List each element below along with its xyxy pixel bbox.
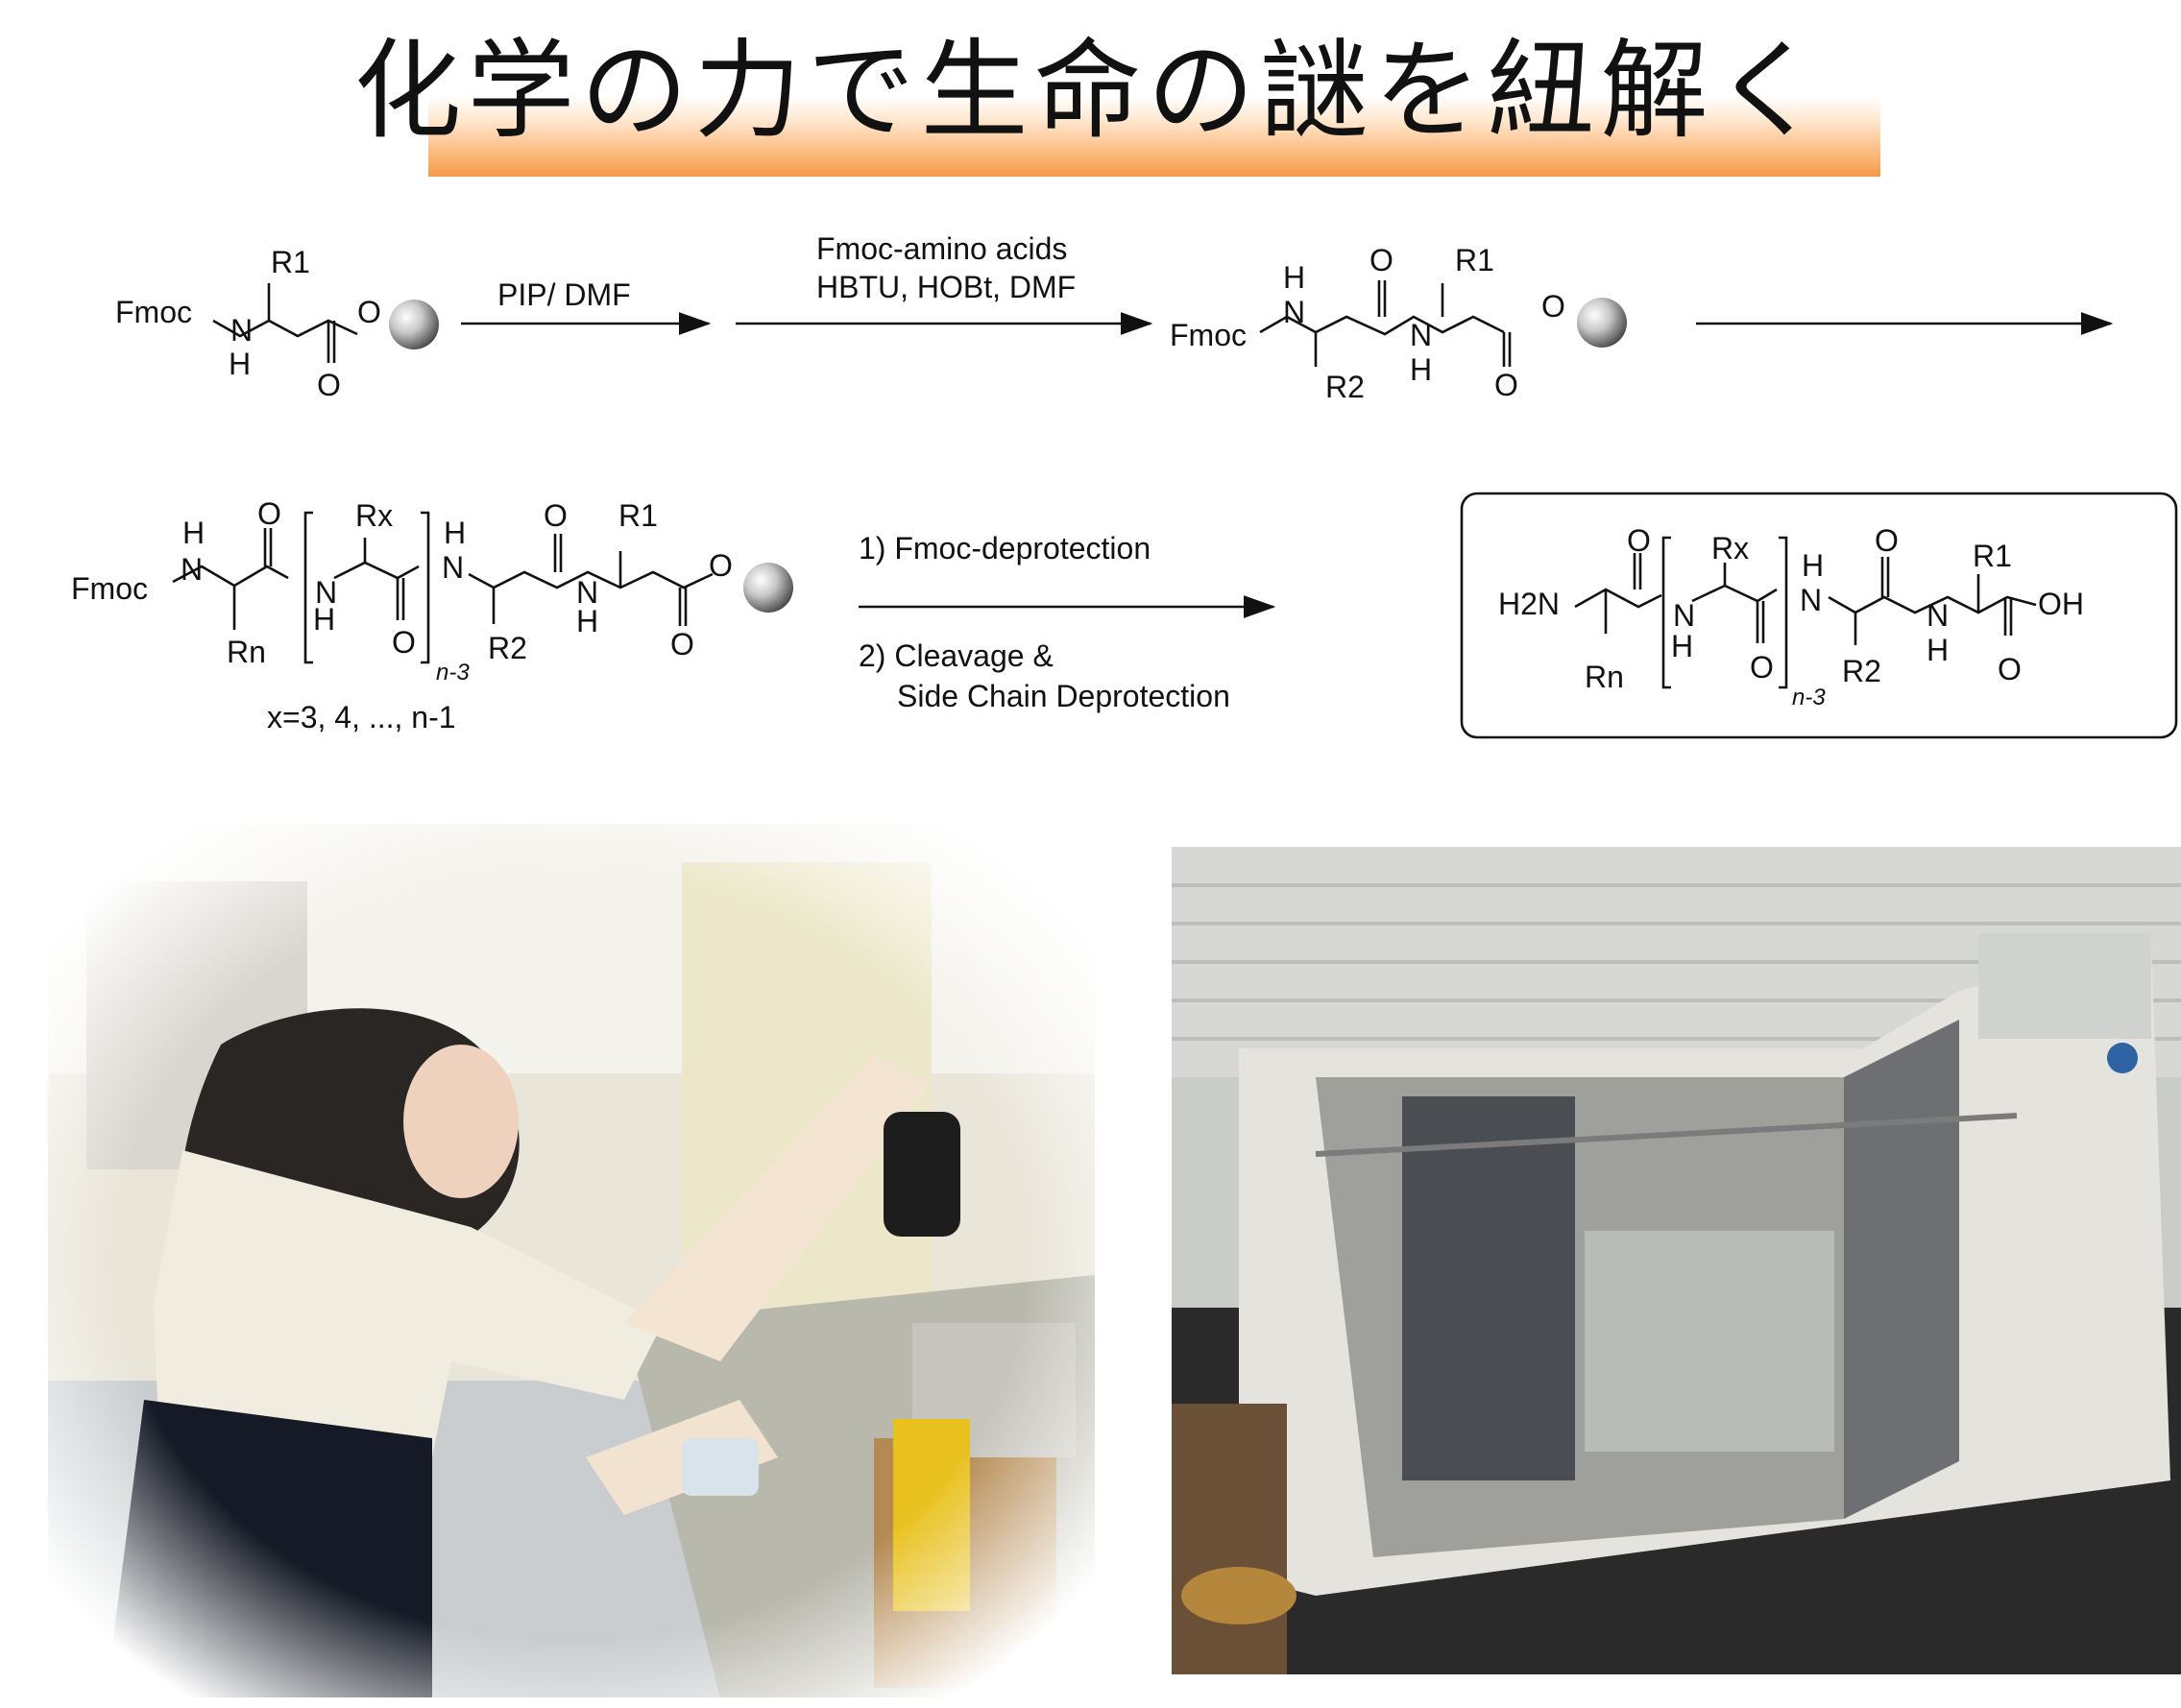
resin-bead-icon — [389, 300, 439, 349]
n-label: N — [315, 575, 337, 610]
n3-subscript: n-3 — [436, 660, 470, 686]
o-label: O — [257, 496, 281, 531]
n-label: N — [1927, 598, 1949, 633]
h-label: H — [313, 602, 335, 637]
skirt — [106, 1400, 432, 1697]
n-label: N — [181, 552, 203, 587]
control-panel — [1978, 933, 2151, 1039]
gloved-arm — [624, 1054, 932, 1361]
oh-label: OH — [2038, 587, 2084, 621]
fmoc-label: Fmoc — [1170, 318, 1247, 352]
n-label: N — [576, 575, 598, 610]
beaker — [682, 1438, 759, 1496]
molecule-3 — [172, 511, 793, 664]
h-label: H — [1671, 629, 1693, 663]
step1-reagent: PIP/ DMF — [497, 277, 631, 312]
r1-label: R1 — [1455, 243, 1494, 277]
step4-line-2: 2) Cleavage & — [859, 638, 1054, 673]
step4-line-3: Side Chain Deprotection — [897, 679, 1230, 713]
h-label: H — [1283, 260, 1305, 295]
rx-label: Rx — [355, 498, 393, 533]
n-label: N — [1283, 295, 1305, 329]
product-box — [1460, 492, 2178, 739]
molecule-2-labels: Fmoc H N O N H R1 R2 O O — [1170, 243, 1565, 404]
molecule-3-labels: Fmoc H N O Rn N H Rx O n-3 H N R2 O N H … — [71, 496, 733, 734]
page-title: 化学の力で生命の謎を紐解く — [353, 29, 1828, 154]
vial-tray — [1585, 1231, 1834, 1452]
o-label: O — [1750, 650, 1774, 685]
o-label: O — [1494, 368, 1518, 402]
h-label: H — [229, 347, 251, 381]
o-label: O — [357, 295, 381, 329]
o-label: O — [544, 498, 568, 533]
blue-knob-icon — [2107, 1043, 2138, 1073]
h-label: H — [1927, 633, 1949, 667]
o-label: O — [1998, 652, 2022, 686]
r1-label: R1 — [1973, 539, 2012, 573]
h-label: H — [1410, 352, 1432, 387]
x-range-label: x=3, 4, ..., n-1 — [267, 700, 456, 734]
r1-label: R1 — [618, 498, 658, 533]
reagent-rack — [1402, 1096, 1575, 1480]
reaction-vessel — [884, 1112, 960, 1237]
n-label: N — [230, 313, 253, 348]
n-label: N — [442, 550, 464, 585]
n-label: N — [1800, 583, 1822, 617]
molecule-1 — [212, 283, 439, 363]
coiled-tubing — [1181, 1567, 1296, 1624]
o-label: O — [1369, 243, 1393, 277]
face — [403, 1045, 519, 1198]
h-label: H — [444, 516, 466, 550]
yellow-label — [893, 1419, 970, 1611]
resin-bead-icon — [743, 563, 793, 613]
molecule-1-labels: Fmoc N H R1 O O — [115, 245, 381, 402]
fmoc-label: Fmoc — [71, 571, 148, 606]
r1-label: R1 — [271, 245, 310, 279]
n-label: N — [1673, 598, 1695, 633]
fmoc-label: Fmoc — [115, 295, 192, 329]
guide-rail — [1315, 1113, 2018, 1157]
step2-reagent-2: HBTU, HOBt, DMF — [816, 270, 1076, 304]
o-label: O — [1541, 289, 1565, 324]
rx-label: Rx — [1711, 531, 1749, 565]
step2-reagent-1: Fmoc-amino acids — [816, 231, 1067, 266]
molecule-product — [1574, 536, 2037, 689]
h-label: H — [576, 604, 598, 638]
o-label: O — [317, 368, 341, 402]
o-label: O — [709, 548, 733, 583]
o-label: O — [1627, 523, 1651, 558]
researcher-photo — [48, 824, 1095, 1697]
h-label: H — [1802, 548, 1824, 583]
r2-label: R2 — [488, 631, 527, 665]
rn-label: Rn — [1585, 660, 1624, 694]
o-label: O — [392, 625, 416, 660]
molecule-product-labels: H2N O Rn N H Rx O n-3 H N R2 O N H R1 O … — [1498, 523, 2084, 710]
rn-label: Rn — [227, 635, 266, 669]
o-label: O — [1875, 523, 1899, 558]
h-label: H — [182, 516, 205, 550]
n3-subscript: n-3 — [1792, 685, 1826, 710]
resin-bead-icon — [1577, 298, 1627, 348]
peptide-synthesizer-photo — [1172, 847, 2181, 1674]
h2n-label: H2N — [1498, 587, 1560, 621]
step4-line-1: 1) Fmoc-deprotection — [859, 531, 1151, 565]
n-label: N — [1410, 318, 1432, 352]
o-label: O — [670, 627, 694, 662]
r2-label: R2 — [1325, 370, 1365, 404]
r2-label: R2 — [1842, 654, 1881, 688]
title-highlight-band — [428, 96, 1880, 177]
peptide-synthesis-scheme: Fmoc N H R1 O O PIP/ DMF Fmoc-amino acid… — [71, 231, 2178, 739]
molecule-2 — [1259, 280, 1627, 367]
